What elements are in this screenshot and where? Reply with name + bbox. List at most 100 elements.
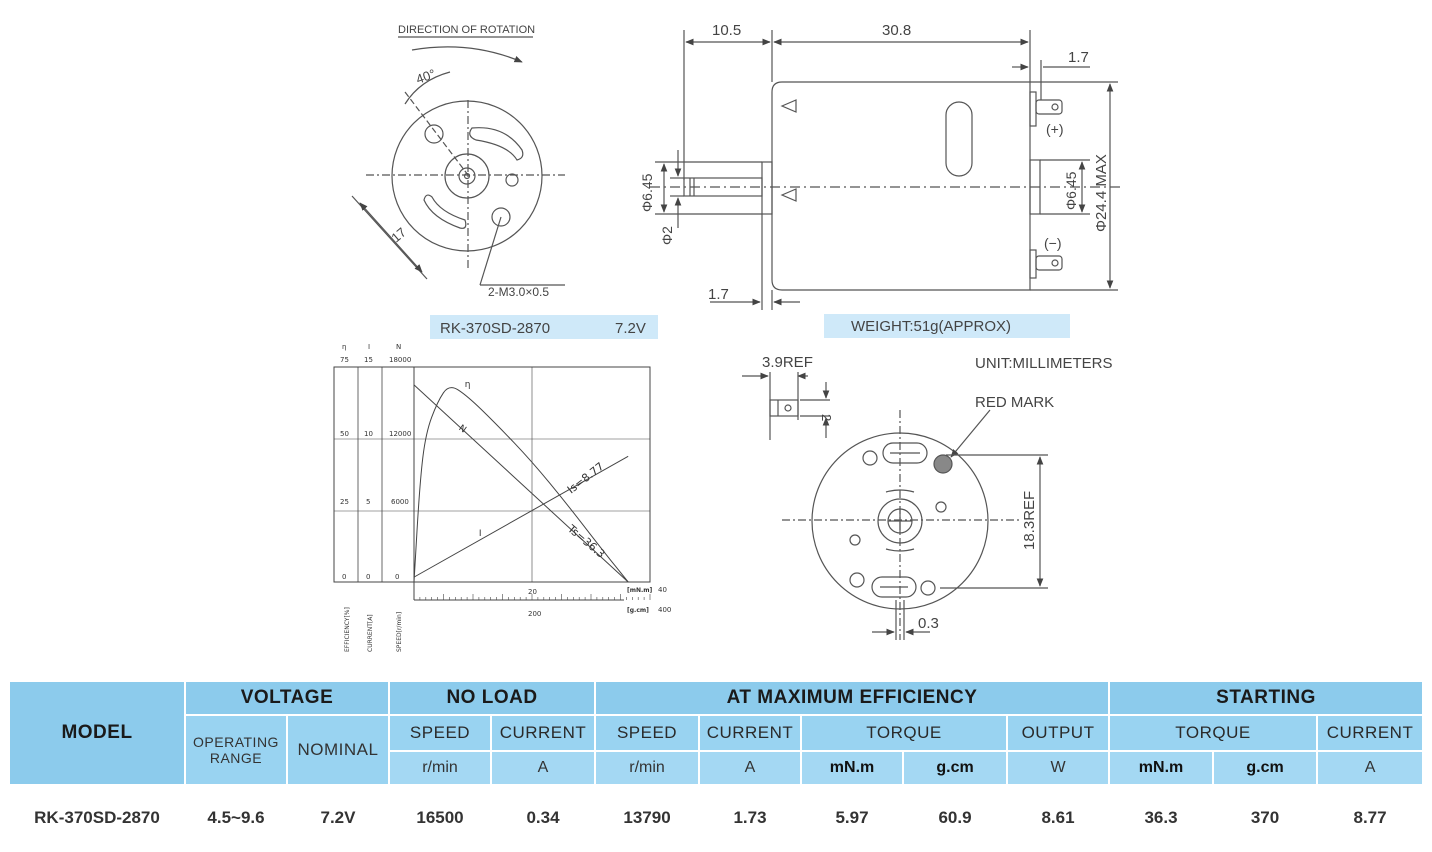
cur-tick-0: 0	[366, 573, 370, 581]
nl-current-unit: A	[489, 750, 597, 786]
nl-current-header: CURRENT	[489, 714, 597, 752]
rear-view: 3.9REF 2 UNIT:MILLIMETERS RED MARK	[742, 354, 1113, 640]
cell-me-speed: 13790	[594, 784, 701, 852]
motor-body	[771, 81, 1031, 291]
cell-st-current: 8.77	[1316, 784, 1425, 852]
spd-tick-6000: 6000	[391, 498, 409, 506]
table-row: RK-370SD-2870 4.5~9.6 7.2V 16500 0.34 13…	[8, 784, 1425, 852]
rear-housing	[811, 432, 989, 610]
screw-label: 2-M3.0×0.5	[488, 285, 549, 299]
plus-label: (+)	[1046, 121, 1064, 137]
cur-tick-5: 5	[366, 498, 370, 506]
st-current-unit: A	[1316, 750, 1425, 786]
brush-slot-bottom	[871, 576, 917, 598]
body-window	[945, 101, 973, 177]
speed-series-label: N	[457, 423, 468, 435]
me-current-header: CURRENT	[698, 714, 803, 752]
dim-offset: 0.3	[918, 615, 939, 632]
spd-unit: N	[396, 343, 401, 351]
front-view: DIRECTION OF ROTATION 40° 17 2-M3.0×0.5	[351, 24, 565, 299]
nominal-header: NOMINAL	[286, 714, 390, 786]
dim-ref: 18.3REF	[1021, 491, 1038, 550]
efficiency-curve	[413, 387, 629, 583]
rear-terminal	[769, 399, 799, 417]
spd-tick-0: 0	[395, 573, 399, 581]
st-torque-header: TORQUE	[1108, 714, 1319, 752]
me-torque-mnm-unit: mN.m	[800, 750, 905, 786]
model-caption-box	[430, 315, 658, 339]
me-torque-gcm-unit: g.cm	[902, 750, 1009, 786]
no-load-header: NO LOAD	[387, 680, 597, 716]
spec-table: MODEL VOLTAGE NO LOAD AT MAXIMUM EFFICIE…	[8, 680, 1425, 852]
weight-caption: WEIGHT:51g(APPROX)	[851, 318, 1011, 335]
mount-hole-top	[424, 124, 444, 144]
direction-label: DIRECTION OF ROTATION	[398, 24, 535, 36]
current-series-label: I	[479, 529, 482, 539]
model-header: MODEL	[8, 680, 186, 786]
eff-tick-50: 50	[340, 430, 349, 438]
cell-nl-speed: 16500	[388, 784, 492, 852]
dim-shaft-dia: Φ2	[659, 226, 675, 245]
me-speed-header: SPEED	[594, 714, 701, 752]
dim-terminal-h: 2	[819, 414, 834, 421]
red-mark-label: RED MARK	[975, 394, 1054, 411]
cur-tick-15: 15	[364, 356, 373, 364]
dim-body-dia: Φ24.4 MAX	[1093, 154, 1110, 232]
starting-header: STARTING	[1108, 680, 1425, 716]
eff-tick-0: 0	[342, 573, 346, 581]
nl-speed-header: SPEED	[388, 714, 492, 752]
side-view: 10.5 30.8 1.7 Φ6.45 Φ2 Φ6.45 Φ2	[639, 22, 1120, 310]
motor-drawing: DIRECTION OF ROTATION 40° 17 2-M3.0×0.5 …	[333, 22, 1120, 652]
torque-tick-40: 40	[658, 586, 667, 594]
cell-nl-current: 0.34	[489, 784, 597, 852]
model-caption: RK-370SD-2870	[440, 320, 550, 337]
cell-st-torque-mnm: 36.3	[1108, 784, 1215, 852]
st-torque-mnm-unit: mN.m	[1108, 750, 1215, 786]
cell-st-torque-gcm: 370	[1212, 784, 1319, 852]
operating-range-line1: OPERATING	[193, 734, 279, 750]
cur-axis-label: CURRENT[A]	[367, 614, 374, 652]
front-housing	[391, 100, 543, 252]
torque-g-tick-400: 400	[658, 606, 671, 614]
nl-speed-unit: r/min	[388, 750, 492, 786]
me-speed-unit: r/min	[594, 750, 701, 786]
cur-tick-10: 10	[364, 430, 373, 438]
operating-range-header: OPERATING RANGE	[184, 714, 288, 786]
dim-terminal-ref: 3.9REF	[762, 354, 813, 371]
radius-dim: 17	[388, 225, 409, 246]
me-current-unit: A	[698, 750, 803, 786]
efficiency-series-label: η	[465, 380, 471, 390]
eff-axis-label: EFFICIENCY[%]	[344, 607, 351, 652]
speed-curve	[413, 384, 629, 583]
spd-axis-label: SPEED[r/min]	[396, 612, 403, 652]
angle-label: 40°	[414, 66, 438, 87]
spd-tick-18000: 18000	[389, 356, 411, 364]
operating-range-line2: RANGE	[209, 750, 263, 766]
voltage-caption: 7.2V	[615, 320, 646, 337]
front-boss	[761, 161, 773, 215]
eff-tick-25: 25	[340, 498, 349, 506]
max-efficiency-header: AT MAXIMUM EFFICIENCY	[594, 680, 1111, 716]
dim-bottom: 1.7	[708, 286, 729, 303]
eff-unit: η	[342, 343, 346, 351]
st-torque-gcm-unit: g.cm	[1212, 750, 1319, 786]
cell-me-torque-gcm: 60.9	[902, 784, 1009, 852]
me-output-unit: W	[1006, 750, 1111, 786]
cell-me-output: 8.61	[1006, 784, 1111, 852]
cur-unit: I	[368, 343, 370, 351]
st-current-header: CURRENT	[1316, 714, 1425, 752]
vent-slot-1	[469, 127, 524, 161]
cell-nominal: 7.2V	[286, 784, 390, 852]
performance-chart: η I N 75 15 18000 50 10 12000 25 5 6000 …	[333, 343, 671, 652]
terminal-plus	[1035, 99, 1063, 115]
spd-tick-12000: 12000	[389, 430, 411, 438]
unit-label: UNIT:MILLIMETERS	[975, 355, 1113, 372]
dim-boss-dia: Φ6.45	[639, 173, 655, 212]
cell-model: RK-370SD-2870	[8, 784, 186, 852]
rotation-arrow	[411, 46, 523, 63]
is-annotation: Is=8.77	[565, 460, 607, 497]
weight-caption-box	[824, 314, 1070, 338]
me-output-header: OUTPUT	[1006, 714, 1111, 752]
vent-slot-2	[423, 194, 467, 229]
voltage-header: VOLTAGE	[184, 680, 390, 716]
